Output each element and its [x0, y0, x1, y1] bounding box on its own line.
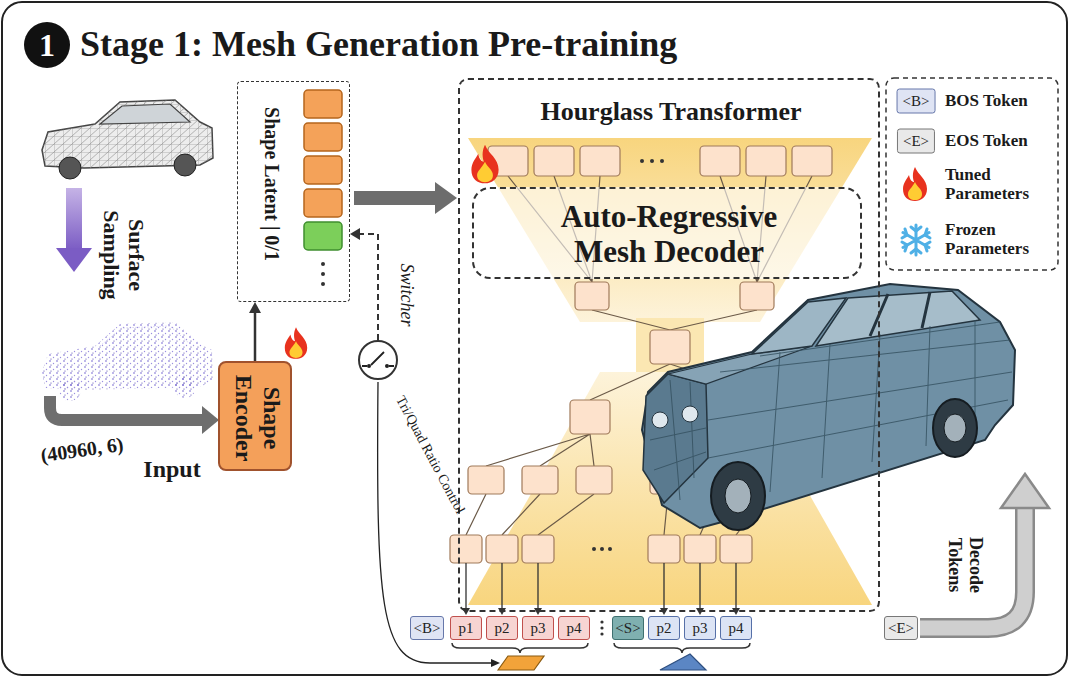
token-box: p4	[720, 616, 752, 640]
input-label: Input	[143, 456, 200, 484]
stage-title: Stage 1: Mesh Generation Pre-training	[80, 24, 677, 65]
token-text: p1	[459, 621, 474, 636]
token-box: p4	[558, 616, 590, 640]
arrow-head	[350, 228, 360, 240]
step-number: 1	[39, 29, 55, 61]
switcher-circle: Switcher	[358, 340, 398, 380]
connector-line	[354, 191, 436, 205]
decoder-box: Auto-Regressive Mesh Decoder	[472, 187, 862, 279]
arrow-head	[435, 182, 457, 214]
legend-text: Tuned Parameters	[945, 166, 1053, 203]
node-text: Auto-Regressive Mesh Decoder	[524, 200, 814, 269]
token-text: p2	[495, 621, 510, 636]
token-box: <B>	[410, 616, 444, 640]
arrow-head	[249, 302, 261, 313]
legend-text: EOS Token	[945, 132, 1028, 151]
token-text: p4	[729, 621, 744, 636]
connector-arrow	[350, 228, 378, 340]
token-text: <B>	[414, 621, 441, 636]
node-text: Switcher	[397, 253, 418, 337]
token-text: <E>	[888, 621, 914, 636]
legend-token: <E>	[897, 129, 935, 154]
token-box: p3	[684, 616, 716, 640]
token-box: <S>	[612, 616, 644, 640]
input-shape: (40960, 6)	[39, 433, 125, 467]
node-text: Shape Encoder	[229, 368, 284, 468]
token-text: p3	[693, 621, 708, 636]
process-label: Decode Tokens	[944, 525, 985, 605]
legend-text: Frozen Parameters	[945, 221, 1053, 258]
token-box: p2	[648, 616, 680, 640]
token-text: <S>	[615, 621, 640, 636]
encoder-box: Shape Encoder	[218, 361, 292, 471]
process-label: Surface Sampling	[99, 195, 150, 315]
connector-arrow	[249, 302, 261, 361]
connector-line	[254, 312, 257, 361]
legend-text: BOS Token	[945, 92, 1028, 111]
token-box: <E>	[884, 616, 918, 640]
connector-arrow	[354, 182, 457, 214]
token-text: p3	[531, 621, 546, 636]
control-label: Tri/Quad Ratio Control	[392, 393, 468, 516]
token-text: p2	[657, 621, 672, 636]
token-box: p3	[522, 616, 554, 640]
token-box: p1	[450, 616, 482, 640]
latent-box: Shape Latent | 0/1	[237, 81, 350, 302]
node-text: Shape Latent | 0/1	[260, 84, 283, 284]
rendered-car	[642, 284, 1015, 530]
node-text: Hourglass Transformer	[471, 97, 871, 127]
connector-line	[359, 234, 378, 340]
transformer-frame: Hourglass TransformerAuto-Regressive Mes…	[458, 78, 880, 612]
legend-token: <B>	[897, 89, 936, 114]
token-text: p4	[567, 621, 582, 636]
token-box: p2	[486, 616, 518, 640]
